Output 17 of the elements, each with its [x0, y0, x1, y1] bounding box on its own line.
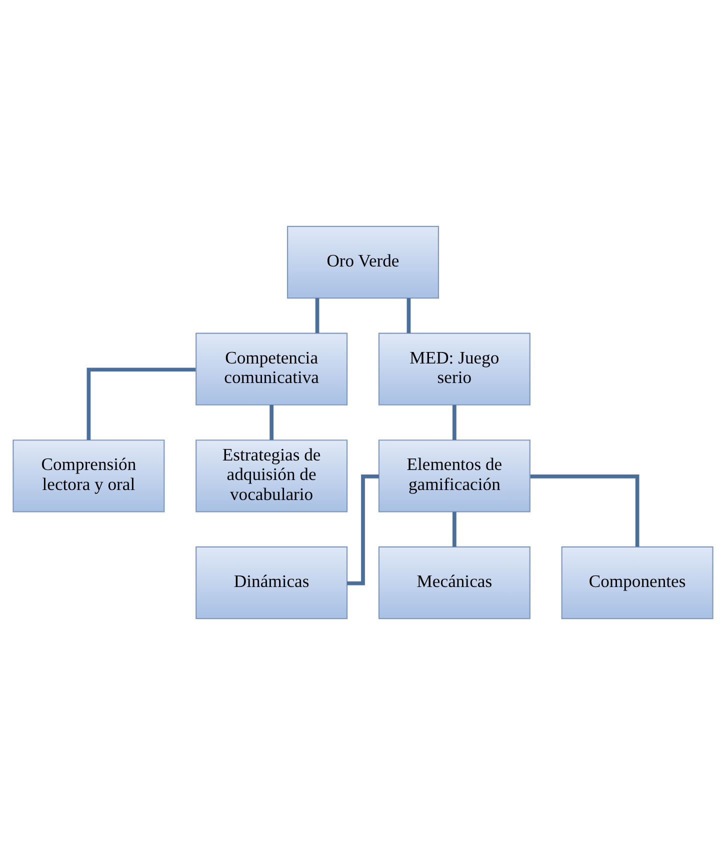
node-box: Oro Verde — [286, 226, 440, 299]
connector — [406, 298, 411, 334]
node-box: Comprensión lectora y oral — [12, 440, 165, 512]
node-box: MED: Juego serio — [378, 332, 530, 406]
node-box: Componentes — [561, 546, 714, 620]
node-box: Mecánicas — [378, 546, 530, 620]
connector — [86, 368, 196, 440]
connector — [452, 512, 456, 547]
node-box: Estrategias de adquisión de vocabulario — [196, 440, 348, 512]
node-box: Elementos de gamificación — [378, 440, 530, 512]
connector — [315, 298, 320, 334]
node-box: Competencia comunicativa — [196, 332, 348, 406]
connector — [347, 474, 379, 586]
connector — [452, 404, 456, 440]
connector — [270, 404, 274, 440]
connector — [530, 474, 640, 547]
node-box: Dinámicas — [196, 546, 348, 620]
